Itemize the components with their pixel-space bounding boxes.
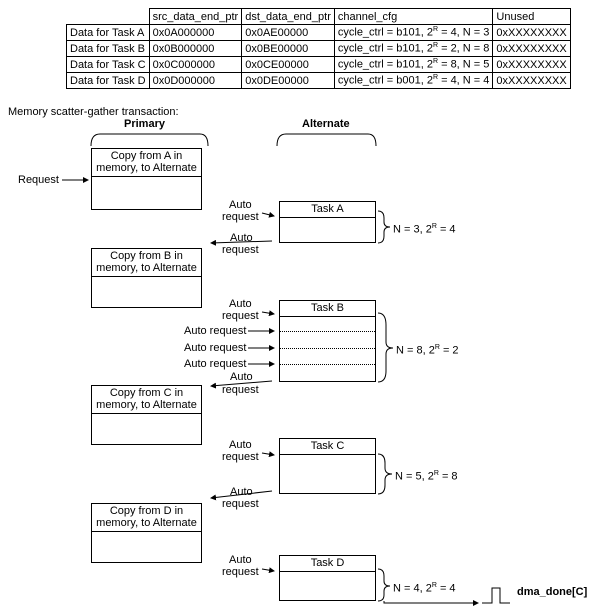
request-word: request xyxy=(222,384,259,396)
dotted-divider xyxy=(280,348,375,349)
auto-request-arrow xyxy=(261,310,275,317)
task-annotation: N = 8, 2R = 2 xyxy=(396,344,459,357)
dotted-divider xyxy=(280,331,375,332)
table-cell: 0xXXXXXXXX xyxy=(492,72,571,89)
task-label: Task A xyxy=(280,202,375,218)
table-cell: cycle_ctrl = b001, 2R = 4, N = 4 xyxy=(333,72,494,89)
auto-request-return-arrow xyxy=(210,490,273,501)
auto-label: Auto xyxy=(229,554,252,566)
primary-box-line2: memory, to Alternate xyxy=(96,399,197,411)
task-config-table: src_data_end_ptr dst_data_end_ptr channe… xyxy=(66,8,571,89)
dotted-divider xyxy=(280,364,375,365)
task-b-box: Task B xyxy=(279,300,376,382)
request-word: request xyxy=(222,211,259,223)
task-b-brace xyxy=(377,312,394,383)
auto-request-label: Auto request xyxy=(184,342,247,354)
primary-box-line2: memory, to Alternate xyxy=(96,517,197,529)
request-word: request xyxy=(222,310,259,322)
auto-label: Auto xyxy=(230,371,253,383)
auto-label: Auto xyxy=(229,439,252,451)
table-cell: cycle_ctrl = b101, 2R = 2, N = 8 xyxy=(333,40,494,57)
auto-request-return-arrow xyxy=(210,239,273,246)
request-word: request xyxy=(222,244,259,256)
table-cell: 0x0A000000 xyxy=(148,24,243,41)
task-label: Task C xyxy=(280,439,375,455)
diagram-title: Memory scatter-gather transaction: xyxy=(8,106,179,118)
task-c-brace xyxy=(377,453,393,495)
task-a-brace xyxy=(377,210,391,244)
auto-request-return-arrow xyxy=(210,380,273,389)
table-cell: 0x0DE00000 xyxy=(241,72,335,89)
alternate-column-label: Alternate xyxy=(302,118,350,130)
auto-request-label: Auto request xyxy=(184,325,247,337)
primary-brace xyxy=(90,133,209,147)
task-a-box: Task A xyxy=(279,201,376,243)
auto-label: Auto xyxy=(230,232,253,244)
auto-label: Auto xyxy=(229,298,252,310)
primary-box-d: Copy from D in memory, to Alternate xyxy=(91,503,202,563)
request-label: Request xyxy=(18,174,59,186)
primary-box-line1: Copy from A in xyxy=(110,150,183,162)
task-label: Task B xyxy=(280,301,375,317)
request-word: request xyxy=(222,451,259,463)
primary-box-line2: memory, to Alternate xyxy=(96,262,197,274)
auto-label: Auto xyxy=(229,199,252,211)
task-c-box: Task C xyxy=(279,438,376,494)
request-word: request xyxy=(222,566,259,578)
task-annotation: N = 5, 2R = 8 xyxy=(395,470,458,483)
auto-label: Auto xyxy=(230,486,253,498)
primary-box-b: Copy from B in memory, to Alternate xyxy=(91,248,202,308)
auto-request-arrow xyxy=(261,567,275,574)
primary-box-c: Copy from C in memory, to Alternate xyxy=(91,385,202,445)
table-cell: 0x0D000000 xyxy=(148,72,243,89)
auto-request-arrow xyxy=(261,211,275,218)
table-cell: 0x0CE00000 xyxy=(241,56,335,73)
auto-request-label: Auto request xyxy=(184,358,247,370)
table-row: Data for Task D 0x0D000000 0x0DE00000 cy… xyxy=(66,72,571,89)
primary-box-line2: memory, to Alternate xyxy=(96,162,197,174)
table-cell: Data for Task D xyxy=(66,72,150,89)
primary-box-a: Copy from A in memory, to Alternate xyxy=(91,148,202,210)
primary-box-line1: Copy from D in xyxy=(109,505,184,517)
table-cell: 0xXXXXXXXX xyxy=(492,24,571,41)
task-d-box: Task D xyxy=(279,555,376,601)
dma-done-label: dma_done[C] xyxy=(517,586,588,598)
request-word: request xyxy=(222,498,259,510)
primary-box-line1: Copy from C in xyxy=(109,387,184,399)
dma-done-pulse xyxy=(482,587,510,604)
primary-column-label: Primary xyxy=(124,118,165,130)
table-cell: Data for Task A xyxy=(66,24,150,41)
alternate-brace xyxy=(276,133,377,147)
auto-request-arrow xyxy=(261,451,275,458)
primary-box-line1: Copy from B in xyxy=(110,250,183,262)
task-annotation: N = 3, 2R = 4 xyxy=(393,223,456,236)
task-d-brace xyxy=(377,568,391,602)
task-annotation: N = 4, 2R = 4 xyxy=(393,582,456,595)
task-label: Task D xyxy=(280,556,375,572)
dma-done-arrow xyxy=(383,600,479,606)
